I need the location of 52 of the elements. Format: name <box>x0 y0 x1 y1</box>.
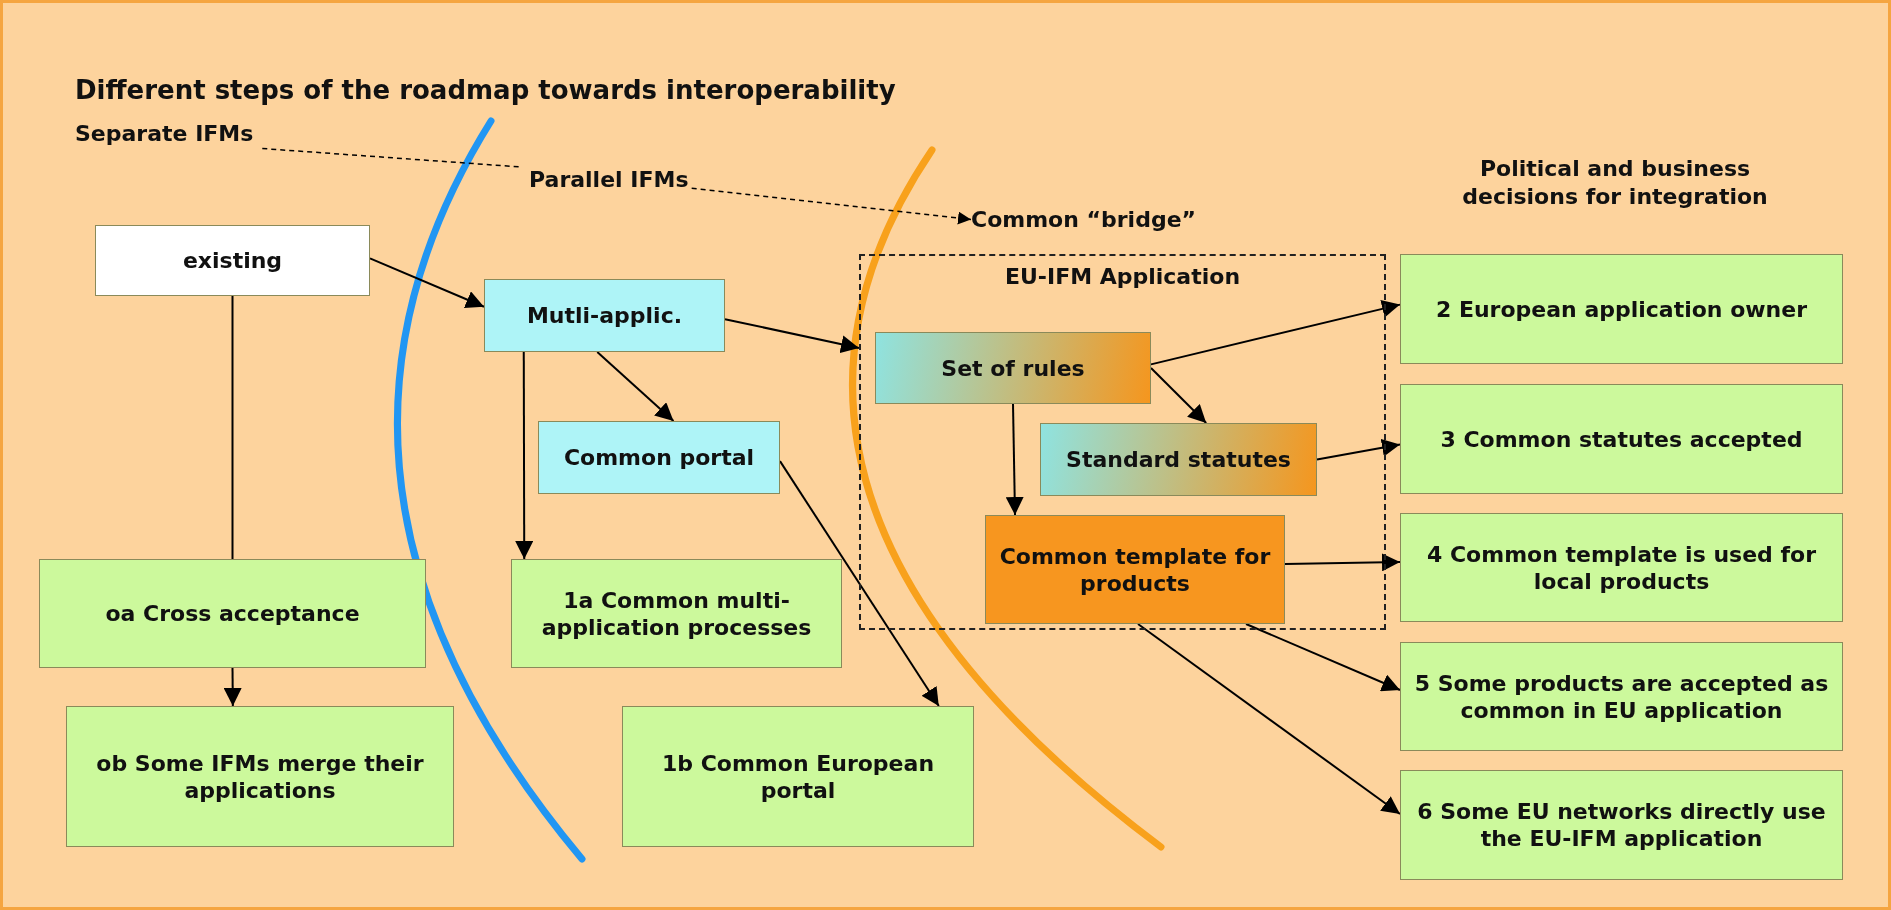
arrow <box>223 667 242 707</box>
step-box <box>39 559 426 668</box>
step-text: Common template for products <box>998 542 1272 597</box>
connector-line <box>231 295 234 560</box>
arrow <box>724 318 860 353</box>
step-box <box>511 559 842 668</box>
arrow <box>1245 623 1401 692</box>
step-box <box>1400 513 1843 622</box>
group-heading: EU-IFM Application <box>1003 264 1242 289</box>
step-text: 2 European application owner <box>1435 295 1808 323</box>
step-text: 6 Some EU networks directly use the EU-IFM application <box>1416 798 1827 852</box>
step-box <box>538 421 780 494</box>
step-box <box>985 515 1285 624</box>
step-box <box>622 706 974 847</box>
stage-label: Parallel IFMs <box>529 167 689 192</box>
arrow <box>1137 623 1401 815</box>
step-text: Standard statutes <box>1066 446 1291 473</box>
arrow <box>515 351 534 560</box>
dashed-arrow <box>690 187 972 225</box>
step-box <box>1400 770 1843 880</box>
arrow <box>1284 553 1401 572</box>
step-text: existing <box>182 247 283 274</box>
step-text: oa Cross acceptance <box>105 600 360 627</box>
step-box <box>1400 642 1843 751</box>
arrow <box>1316 438 1401 461</box>
diagram-title: Different steps of the roadmap towards interoperability <box>75 75 896 105</box>
group-frame <box>859 254 1386 630</box>
step-text: Set of rules <box>941 354 1085 382</box>
step-text: 4 Common template is used for local products <box>1426 540 1817 595</box>
arrow <box>779 460 940 707</box>
step-box <box>875 332 1151 404</box>
step-box <box>1040 423 1317 496</box>
arrow <box>1150 367 1208 424</box>
arrow <box>596 351 675 422</box>
step-text: Mutli-applic. <box>526 302 683 329</box>
step-text: ob Some IFMs merge their applications <box>95 749 425 804</box>
step-text: 1b Common European portal <box>660 749 936 804</box>
step-box <box>1400 384 1843 494</box>
stage-label: Common “bridge” <box>971 207 1197 232</box>
step-box <box>484 279 725 352</box>
stage-label: Separate IFMs <box>75 121 254 146</box>
step-box <box>95 225 370 296</box>
arrow <box>369 257 485 308</box>
step-box <box>1400 254 1843 364</box>
step-text: 5 Some products are accepted as common in EU application <box>1413 669 1830 724</box>
column-heading: Political and business decisions for integration <box>1461 155 1769 211</box>
step-text: Common portal <box>563 444 755 471</box>
step-text: 3 Common statutes accepted <box>1440 425 1803 453</box>
step-text: 1a Common multi-application processes <box>540 586 813 641</box>
step-box <box>66 706 454 847</box>
arrow <box>1005 403 1024 516</box>
arrow <box>1150 300 1401 366</box>
